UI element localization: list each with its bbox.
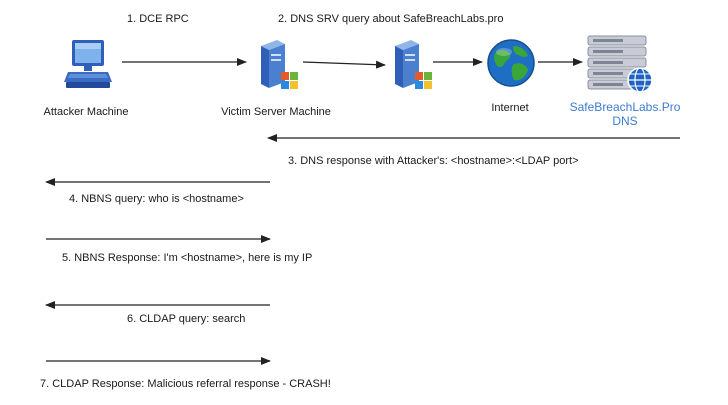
node-label-dns-line1: SafeBreachLabs.Pro [569,100,681,114]
step-label-5: 5. NBNS Response: I'm <hostname>, here i… [62,252,313,264]
node-label-attacker: Attacker Machine [43,106,129,118]
step-label-3: 3. DNS response with Attacker's: <hostna… [288,155,579,167]
node-label-dns: SafeBreachLabs.Pro DNS [555,100,695,128]
server-icon [395,40,432,89]
globe-icon [487,39,535,87]
arrow-step-2a [302,60,386,69]
server-rack-icon [587,35,653,92]
server-icon [261,40,298,89]
step-label-1: 1. DCE RPC [127,13,189,25]
step-label-2: 2. DNS SRV query about SafeBreachLabs.pr… [278,13,504,25]
step-label-4: 4. NBNS query: who is <hostname> [69,193,244,205]
computer-icon [64,40,112,88]
step-label-7: 7. CLDAP Response: Malicious referral re… [40,378,331,390]
node-label-victim: Victim Server Machine [221,106,331,118]
step-label-6: 6. CLDAP query: search [127,313,246,325]
node-label-dns-line2: DNS [612,114,638,128]
node-label-internet: Internet [491,102,529,114]
